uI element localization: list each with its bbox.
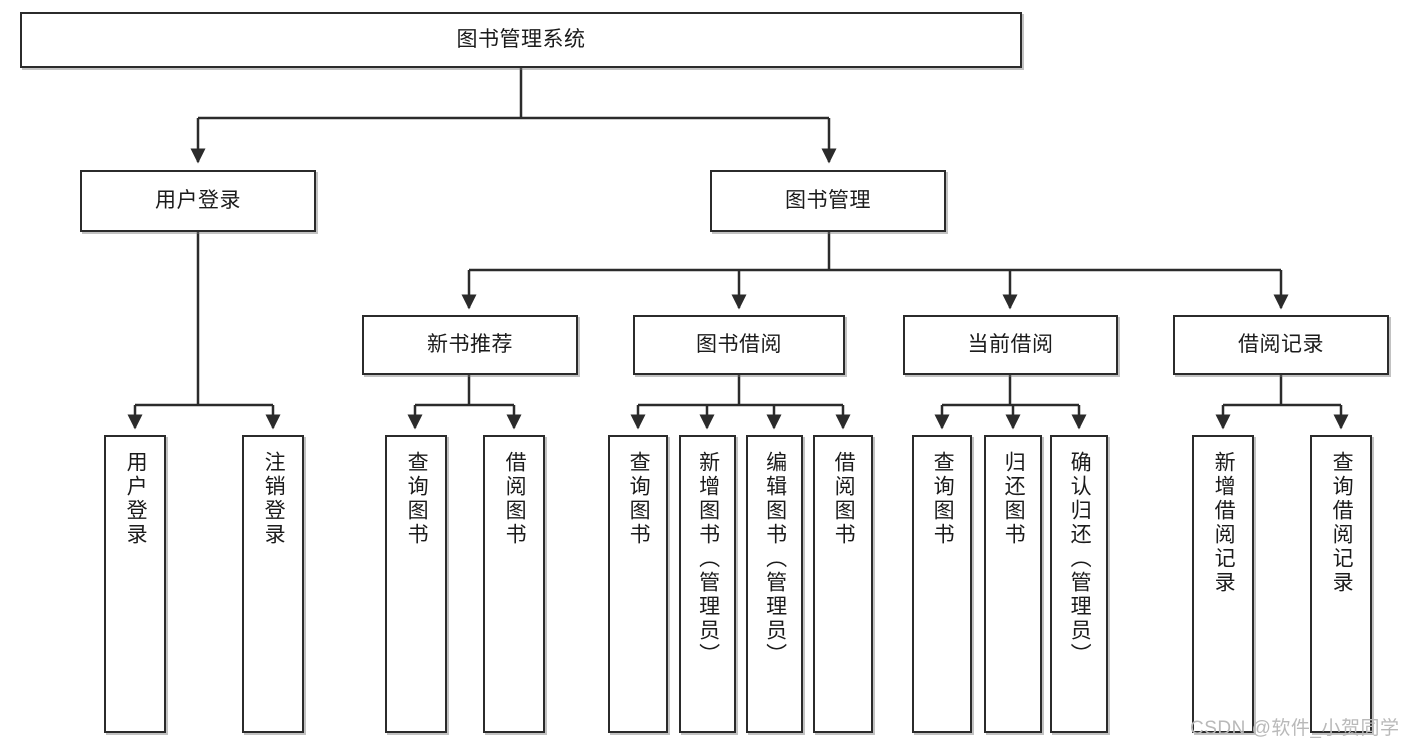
node-root[interactable]: 图书管理系统 [20,12,1022,68]
node-leaf-query-book-rec[interactable]: 查询图书 [385,435,447,733]
node-book-manage-label: 图书管理 [785,188,871,212]
node-root-label: 图书管理系统 [456,27,586,51]
node-borrow-record-label: 借阅记录 [1238,332,1324,356]
node-current-borrow[interactable]: 当前借阅 [903,315,1118,375]
node-leaf-add-borrow-record-label: 新增借阅记录 [1212,451,1236,595]
node-new-book-recommend[interactable]: 新书推荐 [362,315,578,375]
node-leaf-confirm-return-admin[interactable]: 确认归还（管理员） [1050,435,1108,733]
node-book-manage[interactable]: 图书管理 [710,170,946,232]
node-leaf-add-borrow-record[interactable]: 新增借阅记录 [1192,435,1254,733]
node-leaf-user-logout-label: 注销登录 [262,451,286,547]
node-user-login[interactable]: 用户登录 [80,170,316,232]
csdn-watermark: CSDN @软件_小贺同学 [1190,718,1400,739]
node-leaf-query-borrow-record-label: 查询借阅记录 [1330,451,1354,595]
node-user-login-label: 用户登录 [155,188,241,212]
node-leaf-query-borrow-record[interactable]: 查询借阅记录 [1310,435,1372,733]
node-leaf-user-login-label: 用户登录 [124,451,148,547]
node-leaf-borrow-book[interactable]: 借阅图书 [813,435,873,733]
node-leaf-add-book-admin-label: 新增图书（管理员） [696,451,720,667]
node-leaf-query-book-borrow-label: 查询图书 [627,451,651,547]
node-leaf-query-book-rec-label: 查询图书 [405,451,429,547]
node-leaf-query-book-current-label: 查询图书 [931,451,955,547]
node-leaf-borrow-book-rec-label: 借阅图书 [503,451,527,547]
node-leaf-query-book-current[interactable]: 查询图书 [912,435,972,733]
node-leaf-edit-book-admin-label: 编辑图书（管理员） [763,451,787,667]
node-leaf-borrow-book-label: 借阅图书 [832,451,856,547]
node-leaf-borrow-book-rec[interactable]: 借阅图书 [483,435,545,733]
node-book-borrow[interactable]: 图书借阅 [633,315,845,375]
node-borrow-record[interactable]: 借阅记录 [1173,315,1389,375]
node-leaf-edit-book-admin[interactable]: 编辑图书（管理员） [746,435,803,733]
node-book-borrow-label: 图书借阅 [696,332,782,356]
node-leaf-query-book-borrow[interactable]: 查询图书 [608,435,668,733]
node-new-book-recommend-label: 新书推荐 [427,332,513,356]
node-leaf-add-book-admin[interactable]: 新增图书（管理员） [679,435,736,733]
node-current-borrow-label: 当前借阅 [967,332,1054,356]
node-leaf-confirm-return-admin-label: 确认归还（管理员） [1068,451,1092,667]
node-leaf-user-logout[interactable]: 注销登录 [242,435,304,733]
node-leaf-return-book[interactable]: 归还图书 [984,435,1042,733]
node-leaf-return-book-label: 归还图书 [1002,451,1026,547]
node-leaf-user-login[interactable]: 用户登录 [104,435,166,733]
